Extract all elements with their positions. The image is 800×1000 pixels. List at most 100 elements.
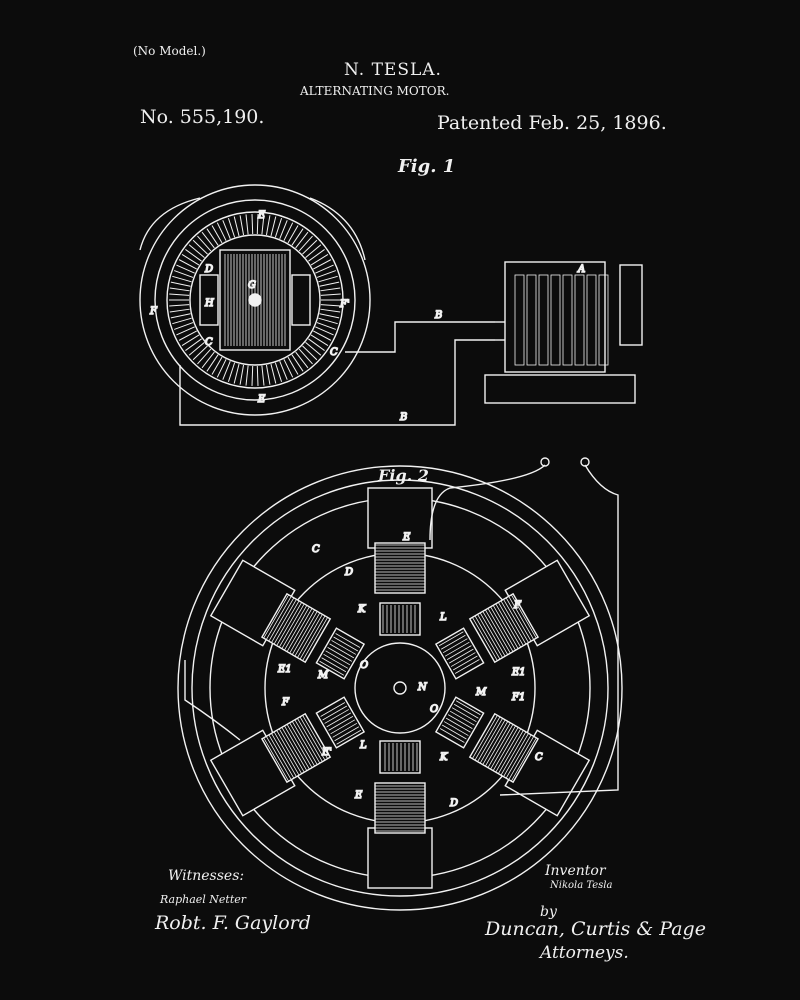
coil-turn (498, 602, 524, 646)
wire-b-upper (345, 321, 495, 353)
fig1-winding (245, 214, 249, 235)
inner-pole-lamination (336, 729, 362, 745)
fig1-winding (233, 216, 240, 237)
fig2-shaft (393, 681, 407, 695)
inner-pole-lamination (440, 634, 466, 650)
inner-pole (379, 602, 421, 636)
witnesses-label: Witnesses: (168, 868, 245, 884)
fig1-winding (316, 270, 336, 278)
coil-turn (505, 734, 532, 779)
fig1-winding (308, 338, 325, 351)
fig1-winding (256, 365, 259, 386)
fig1-winding (251, 214, 254, 235)
fig1-winding (283, 359, 294, 378)
fig2-frame-mid (191, 479, 609, 897)
fig1-winding (279, 361, 288, 380)
coil-turn (268, 734, 295, 779)
fig1-winding (308, 249, 325, 262)
fig1-part-label: D (204, 264, 213, 275)
coil-turn (291, 611, 318, 655)
inventor-signature: Nikola Tesla (550, 880, 613, 891)
coil-turn (503, 599, 529, 643)
fig1-winding (201, 231, 215, 249)
no-model-note: (No Model.) (133, 44, 206, 58)
fig1-winding (178, 259, 197, 270)
inner-pole-lamination (329, 643, 355, 659)
coil-turn (289, 609, 315, 654)
coil-turn (286, 724, 313, 768)
inner-pole-lamination (442, 638, 468, 654)
fig1-winding (270, 363, 277, 384)
patent-date: Patented Feb. 25, 1896. (437, 112, 667, 134)
coil-turn (284, 725, 310, 770)
inner-pole-lamination (446, 645, 472, 660)
inner-pole-lamination (445, 717, 471, 733)
fig1-label: Fig. 1 (398, 156, 456, 177)
inner-pole-lamination (321, 657, 347, 673)
fig2-part-label: O (360, 660, 368, 671)
generator-coil (538, 274, 549, 366)
coil-turn (479, 612, 506, 657)
terminal-1 (540, 457, 550, 467)
inner-pole-lamination (444, 641, 470, 657)
inner-pole-lamination (323, 653, 349, 669)
fig1-part-label: B (434, 310, 442, 321)
fig2-part-label: F (513, 600, 522, 611)
fig2-lead-2 (499, 464, 619, 796)
fig2-part-label: N (417, 682, 428, 693)
coil-turn (485, 609, 511, 654)
fig1-winding (313, 259, 332, 270)
coil-turn (281, 727, 308, 771)
fig1-winding (256, 214, 259, 235)
coil-turn (271, 733, 297, 777)
fig1-part-label: B (399, 412, 407, 423)
coil-turn (487, 608, 514, 652)
coil-turn (297, 614, 323, 658)
fig2-part-label: K (439, 752, 448, 763)
coil-turn (490, 606, 516, 651)
fig1-winding (310, 254, 329, 266)
fig1-winding (197, 348, 212, 365)
pole-coil (374, 782, 426, 834)
inner-pole-lamination (441, 724, 467, 740)
coil-turn (503, 733, 529, 777)
generator-coil (550, 274, 561, 366)
fig1-winding (192, 239, 208, 255)
fig1-winding (185, 338, 202, 351)
fig1-winding (170, 281, 191, 287)
fig1-winding (287, 356, 299, 375)
fig1-part-label: G (248, 280, 256, 291)
patent-title: ALTERNATING MOTOR. (300, 84, 450, 98)
fig1-winding (274, 362, 283, 382)
inner-pole-lamination (319, 660, 345, 676)
coil-turn (302, 715, 328, 759)
inner-pole-lamination (439, 728, 465, 743)
inner-pole-lamination (325, 650, 351, 666)
coil-turn (302, 617, 328, 661)
fig1-winding (316, 322, 336, 330)
fig1-winding (261, 214, 265, 235)
fig1-winding (239, 215, 245, 236)
fig1-winding (283, 222, 294, 241)
fig1-part-label: E (257, 210, 266, 221)
inner-pole (379, 740, 421, 774)
fig2-pole (367, 740, 433, 889)
fig1-winding (188, 342, 205, 356)
fig1-winding (227, 218, 236, 238)
generator-coil (598, 274, 609, 366)
inner-pole-lamination (331, 640, 357, 655)
fig1-winding (295, 231, 309, 249)
witness-2-signature: Robt. F. Gaylord (155, 912, 311, 934)
fig1-winding (216, 359, 227, 378)
fig1-part-label: E (257, 394, 266, 405)
fig1-winding (170, 313, 191, 319)
fig2-part-label: D (344, 567, 353, 578)
fig2-part-label: E (402, 532, 411, 543)
fig1-winding (313, 330, 332, 341)
coil-turn (474, 615, 501, 660)
fig2-pole (434, 696, 591, 817)
inner-pole-lamination (320, 702, 346, 717)
inner-pole-lamination (334, 726, 360, 742)
fig1-winding (197, 235, 212, 252)
